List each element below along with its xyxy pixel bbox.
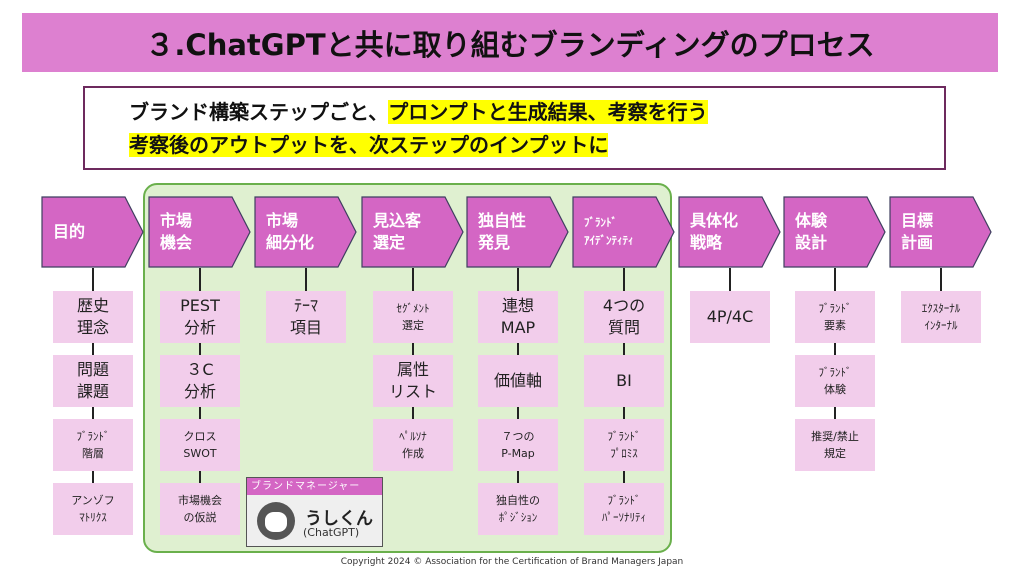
step-item: ７つの P-Map (478, 419, 558, 471)
manager-sub: (ChatGPT) (303, 526, 360, 539)
arrow-shape (889, 196, 992, 268)
step-item: 4P/4C (690, 291, 770, 343)
step-item: クロス SWOT (160, 419, 240, 471)
step-arrow: 市場 機会 (148, 196, 251, 268)
step-arrow: 目的 (41, 196, 144, 268)
step-arrow: 見込客 選定 (361, 196, 464, 268)
step-arrow: 具体化 戦略 (678, 196, 781, 268)
arrow-shape (254, 196, 357, 268)
step-item: ３C 分析 (160, 355, 240, 407)
step-label: ﾌﾞﾗﾝﾄﾞ ｱｲﾃﾞﾝﾃｨﾃｨ (584, 216, 634, 247)
step-item: 属性 リスト (373, 355, 453, 407)
step-arrow: 市場 細分化 (254, 196, 357, 268)
step-label: 見込客 選定 (373, 211, 422, 252)
step-item: 市場機会 の仮説 (160, 483, 240, 535)
connector-line (305, 268, 307, 291)
step-item: ﾃｰﾏ 項目 (266, 291, 346, 343)
step-item: BI (584, 355, 664, 407)
step-item: ｾｸﾞﾒﾝﾄ 選定 (373, 291, 453, 343)
step-label: 目的 (53, 222, 86, 241)
message-line1-highlight: プロンプトと生成結果、考察を行う (388, 100, 708, 124)
step-arrow: 独自性 発見 (466, 196, 569, 268)
step-label: 体験 設計 (795, 211, 828, 252)
step-item: PEST 分析 (160, 291, 240, 343)
step-arrow: 目標 計画 (889, 196, 992, 268)
step-item: ｴｸｽﾀｰﾅﾙ ｲﾝﾀｰﾅﾙ (901, 291, 981, 343)
step-arrow: 体験 設計 (783, 196, 886, 268)
step-item: 価値軸 (478, 355, 558, 407)
arrow-shape (678, 196, 781, 268)
connector-line (412, 268, 414, 419)
step-item: 歴史 理念 (53, 291, 133, 343)
step-item: 連想 MAP (478, 291, 558, 343)
connector-line (834, 268, 836, 419)
arrow-shape (148, 196, 251, 268)
connector-line (729, 268, 731, 291)
page-title: ３.ChatGPTと共に取り組むブランディングのプロセス (22, 13, 998, 72)
message-box: ブランド構築ステップごと、プロンプトと生成結果、考察を行う 考察後のアウトプット… (83, 86, 946, 170)
copyright: Copyright 2024 © Association for the Cer… (340, 557, 684, 567)
step-item: ﾌﾞﾗﾝﾄﾞ ﾊﾟｰｿﾅﾘﾃｨ (584, 483, 664, 535)
step-label: 具体化 戦略 (690, 211, 739, 252)
step-item: ﾌﾞﾗﾝﾄﾞ 要素 (795, 291, 875, 343)
step-item: ﾌﾞﾗﾝﾄﾞ 階層 (53, 419, 133, 471)
step-label: 市場 機会 (160, 211, 193, 252)
arrow-shape (361, 196, 464, 268)
step-label: 目標 計画 (901, 211, 934, 252)
message-line2-highlight: 考察後のアウトプットを、次ステップのインプットに (129, 133, 609, 157)
step-item: 4つの 質問 (584, 291, 664, 343)
cow-avatar-icon (257, 502, 295, 540)
step-item: ﾌﾞﾗﾝﾄﾞ ﾌﾟﾛﾐｽ (584, 419, 664, 471)
step-label: 独自性 発見 (478, 211, 527, 252)
step-item: アンゾフ ﾏﾄﾘｸｽ (53, 483, 133, 535)
step-item: ﾌﾞﾗﾝﾄﾞ 体験 (795, 355, 875, 407)
message-line1-plain: ブランド構築ステップごと、 (129, 100, 389, 124)
arrow-shape (572, 196, 675, 268)
arrow-shape (783, 196, 886, 268)
brand-manager-label: ブランドマネージャー (247, 478, 382, 495)
arrow-shape (466, 196, 569, 268)
arrow-shape (41, 196, 144, 268)
step-arrow: ﾌﾞﾗﾝﾄﾞ ｱｲﾃﾞﾝﾃｨﾃｨ (572, 196, 675, 268)
step-item: 推奨/禁止 規定 (795, 419, 875, 471)
brand-manager-card: ブランドマネージャー うしくん (ChatGPT) (246, 477, 383, 547)
step-item: 問題 課題 (53, 355, 133, 407)
manager-name: うしくん (305, 509, 373, 529)
step-item: 独自性の ﾎﾟｼﾞｼｮﾝ (478, 483, 558, 535)
step-item: ﾍﾟﾙｿﾅ 作成 (373, 419, 453, 471)
step-label: 市場 細分化 (266, 211, 315, 252)
connector-line (940, 268, 942, 291)
